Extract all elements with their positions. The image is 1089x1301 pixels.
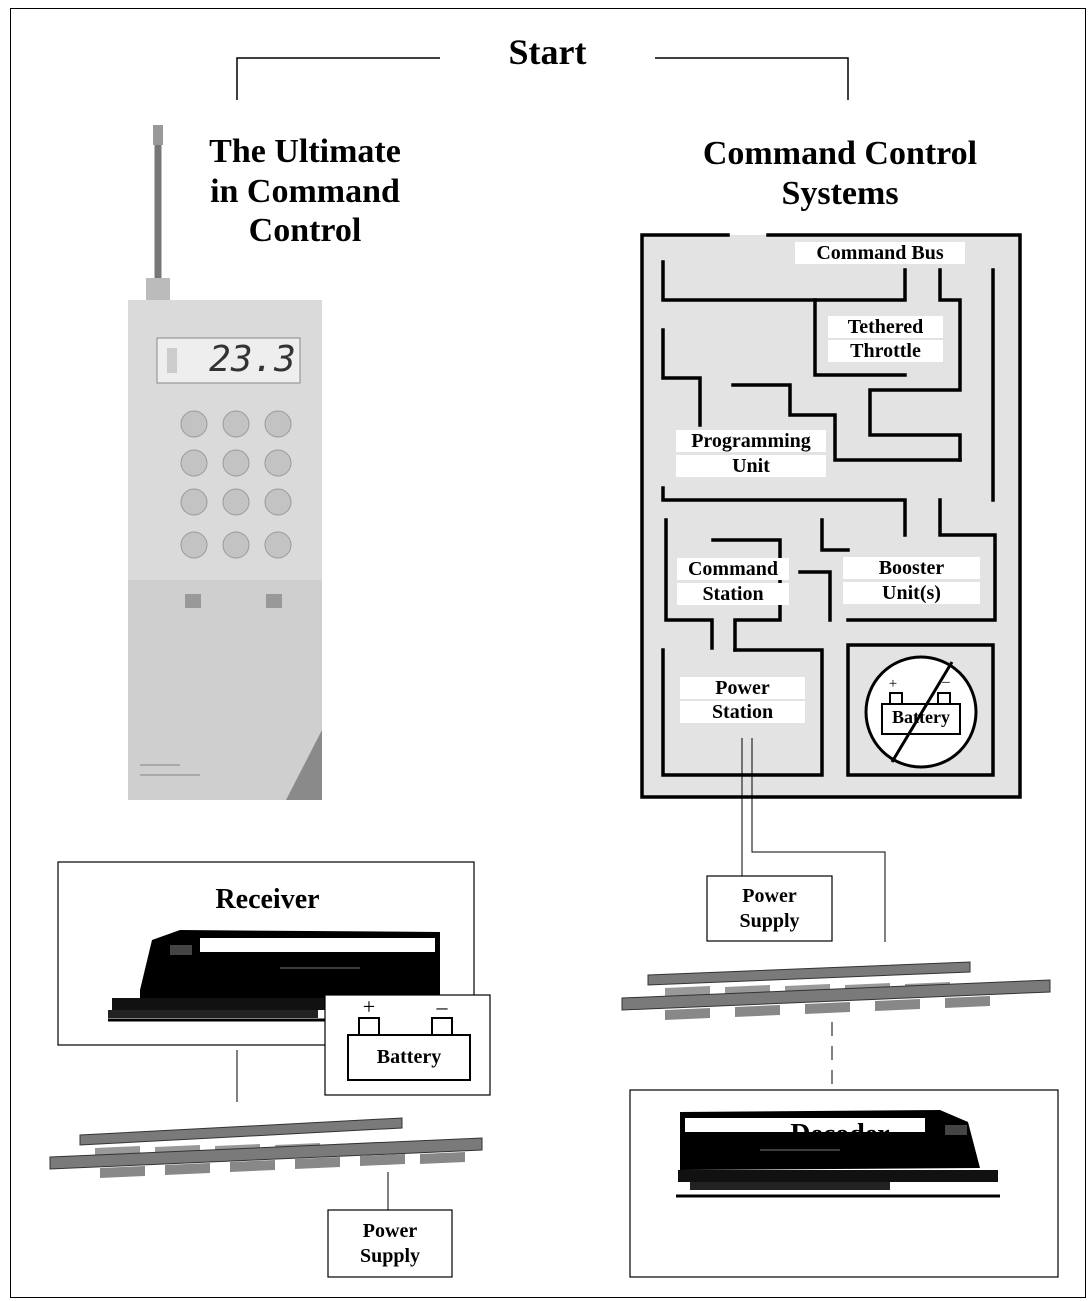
page-title: Start	[508, 32, 587, 72]
battery-minus: –	[436, 994, 448, 1019]
right-power-supply-line2: Supply	[739, 910, 800, 932]
left-heading-line3: Control	[248, 212, 362, 249]
decoder-locomotive	[676, 1110, 1000, 1198]
left-heading-line1: The Ultimate	[209, 133, 401, 170]
receiver-box	[57, 861, 475, 1046]
battery-box	[324, 994, 491, 1096]
right-heading-line2: Systems	[781, 175, 899, 212]
no-battery-symbol	[864, 655, 978, 769]
no-battery-plus: +	[888, 676, 898, 692]
decoder-label: Decoder	[790, 1119, 890, 1150]
programming-unit-label-line2: Unit	[676, 455, 826, 477]
programming-unit-label-line1: Programming	[676, 430, 826, 452]
tethered-throttle-label-line1: Tethered	[828, 316, 943, 338]
right-power-supply-line1: Power	[742, 885, 797, 907]
left-power-supply-line1: Power	[362, 1220, 418, 1242]
tethered-throttle-label-line2: Throttle	[828, 340, 943, 362]
handheld-display-readout: 23.3	[209, 339, 296, 380]
left-track	[49, 1117, 483, 1178]
power-station-label-line2: Station	[680, 701, 805, 723]
booster-unit-label-line1: Booster	[843, 557, 980, 579]
left-power-supply-box	[327, 1209, 453, 1278]
handheld-throttle	[128, 125, 322, 800]
command-bus-label: Command Bus	[795, 242, 965, 264]
booster-unit-label-line2: Unit(s)	[843, 582, 980, 604]
command-station-label-line1: Command	[677, 558, 789, 580]
command-station-label-line2: Station	[677, 583, 789, 605]
start-bracket	[236, 57, 849, 100]
no-battery-minus: –	[942, 674, 950, 690]
receiver-label: Receiver	[215, 884, 320, 915]
right-track	[621, 961, 1051, 1020]
power-station-label-line1: Power	[680, 677, 805, 699]
battery-label: Battery	[376, 1046, 442, 1068]
right-heading-line1: Command Control	[702, 135, 978, 172]
page-frame	[10, 8, 1086, 1298]
left-heading-line2: in Command	[210, 173, 400, 210]
no-battery-label: Battery	[892, 707, 950, 727]
left-power-supply-line2: Supply	[359, 1245, 421, 1267]
right-power-supply-box	[706, 875, 833, 942]
decoder-box	[629, 1089, 1059, 1278]
battery-plus: +	[362, 994, 376, 1019]
